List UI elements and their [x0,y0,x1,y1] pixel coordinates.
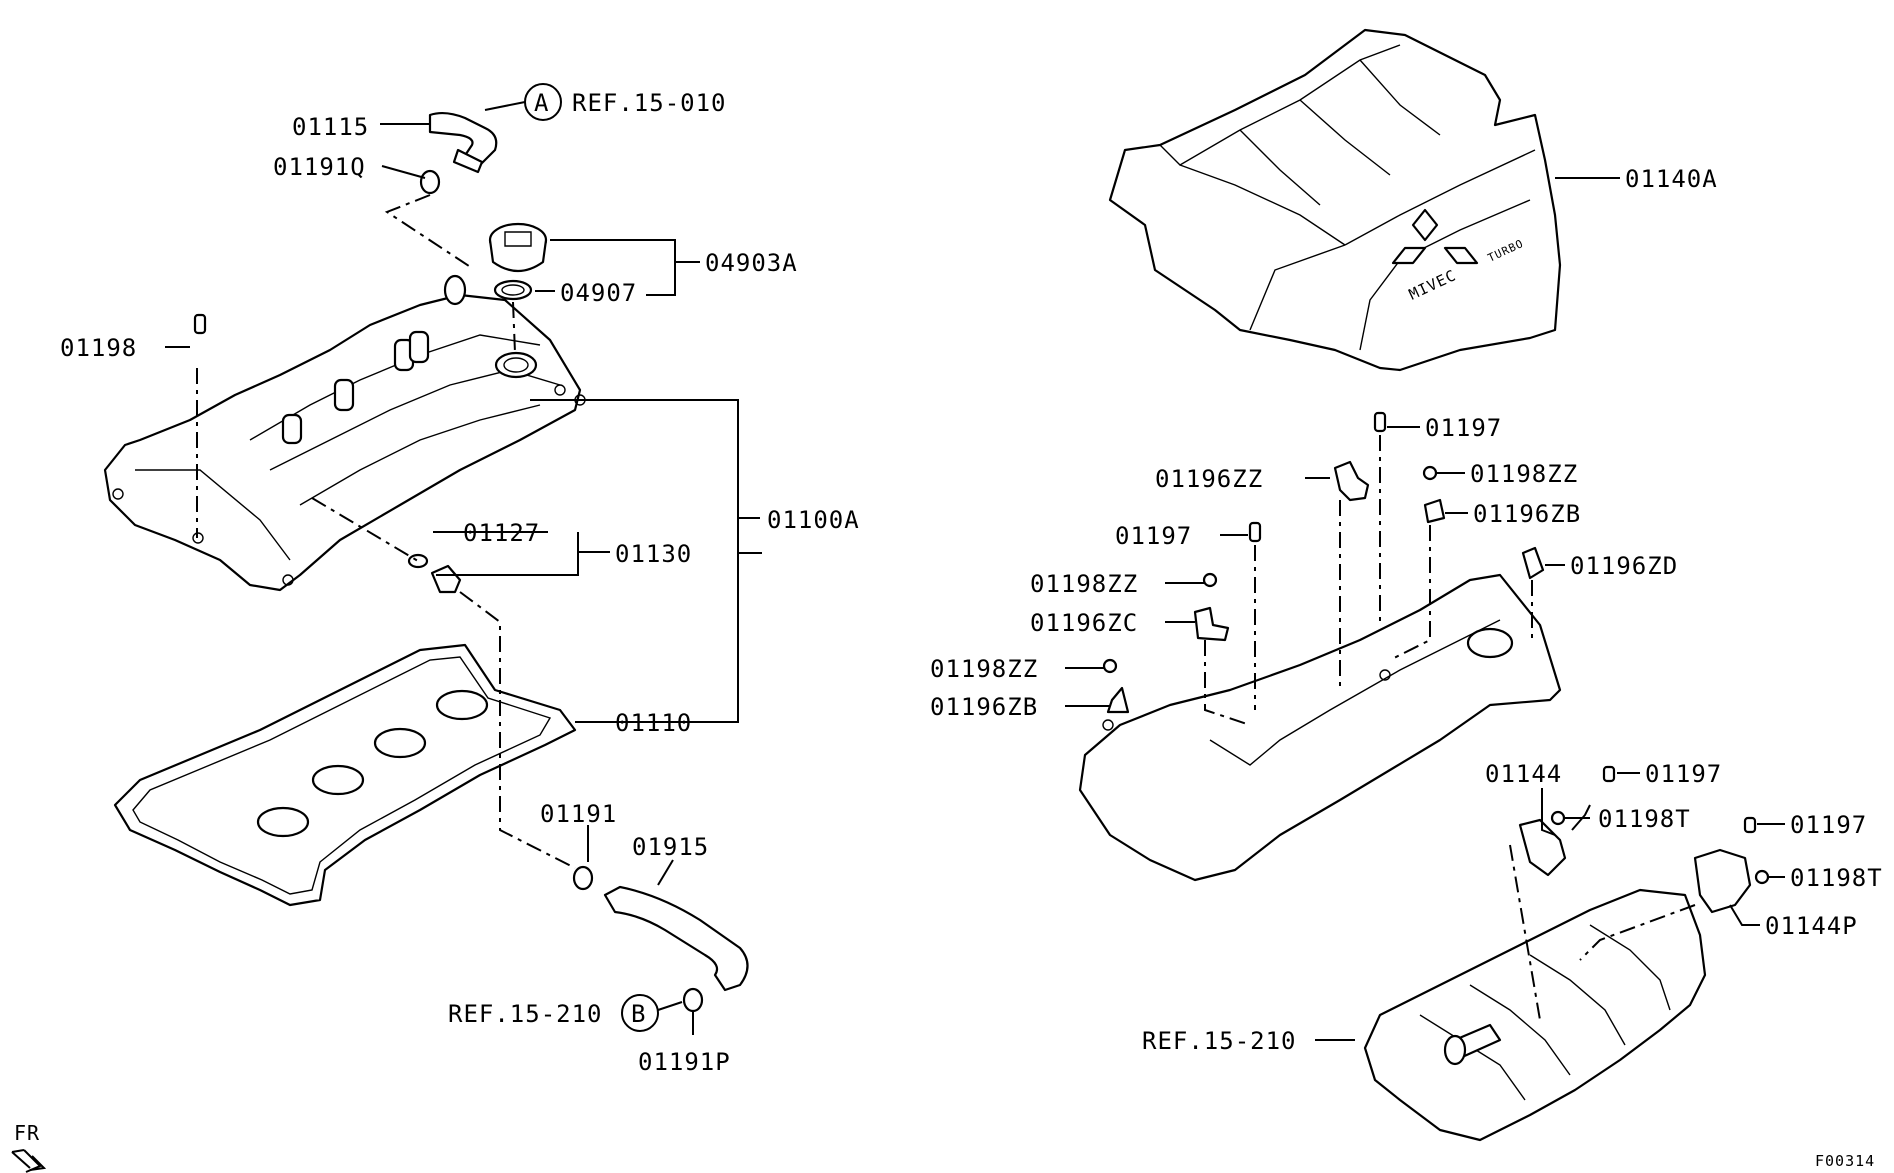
label-01140A[interactable]: 01140A [1625,165,1718,193]
bracket-01196ZD [1521,546,1545,580]
intake-manifold [1363,888,1707,1142]
label-01144[interactable]: 01144 [1485,760,1562,788]
ref-15-210-left[interactable]: REF.15-210 [448,1000,603,1028]
label-01110[interactable]: 01110 [615,709,692,737]
front-arrow-icon [11,1149,47,1173]
label-01198[interactable]: 01198 [60,334,137,362]
label-01197-a[interactable]: 01197 [1425,414,1502,442]
label-01197-c[interactable]: 01197 [1645,760,1722,788]
label-01191P[interactable]: 01191P [638,1048,731,1076]
label-01197-b[interactable]: 01197 [1115,522,1192,550]
hose-clip-01191Q [419,169,441,195]
oil-filler-gasket [493,279,533,301]
label-01915[interactable]: 01915 [632,833,709,861]
label-01100A[interactable]: 01100A [767,506,860,534]
front-indicator: FR [14,1121,40,1145]
valve-cover-gasket [113,643,577,907]
valve-cover-assembly [103,274,586,592]
ref-15-210-right[interactable]: REF.15-210 [1142,1027,1297,1055]
label-01196ZD[interactable]: 01196ZD [1570,552,1678,580]
left-leader-lines [165,101,762,1035]
brand-logo-icon [1391,208,1479,265]
label-01198T-b[interactable]: 01198T [1790,864,1883,892]
label-04903A[interactable]: 04903A [705,249,798,277]
label-01196ZB-b[interactable]: 01196ZB [930,693,1038,721]
cylinder-head-cover-outline [1078,573,1562,882]
upper-breather-hose [428,111,498,174]
oil-filler-cap [488,222,548,273]
bracket-01196ZC [1193,606,1230,642]
bracket-01196ZZ [1333,460,1370,502]
bracket-01144P [1693,848,1752,914]
pcv-valve [407,553,462,594]
hose-clip-01191P [682,987,704,1013]
label-01198ZZ-a[interactable]: 01198ZZ [1470,460,1578,488]
oil-filler-neck [494,351,538,379]
part-labels: 01115 01191Q A REF.15-010 04903A 04907 0… [11,83,1883,1173]
label-01196ZB-a[interactable]: 01196ZB [1473,500,1581,528]
hose-clip-01191 [572,865,594,891]
ref-15-010[interactable]: REF.15-010 [572,89,727,117]
callout-b-letter: B [631,1000,646,1028]
label-01144P[interactable]: 01144P [1765,912,1858,940]
label-01198ZZ-c[interactable]: 01198ZZ [930,655,1038,683]
right-leader-lines [1065,177,1785,1041]
label-01130[interactable]: 01130 [615,540,692,568]
label-01127[interactable]: 01127 [463,519,540,547]
callout-b-circle [621,994,659,1032]
lower-breather-hose [572,865,749,1013]
label-01196ZC[interactable]: 01196ZC [1030,609,1138,637]
small-bolts [193,313,1770,885]
label-04907[interactable]: 04907 [560,279,637,307]
label-01197-d[interactable]: 01197 [1790,811,1867,839]
label-01198T-a[interactable]: 01198T [1598,805,1691,833]
figure-code: F00314 [1815,1152,1875,1170]
callout-a-circle [524,83,562,121]
callout-a-letter: A [534,89,549,117]
label-01191[interactable]: 01191 [540,800,617,828]
label-01191Q[interactable]: 01191Q [273,153,366,181]
bracket-01196ZB-top [1423,498,1446,524]
label-01198ZZ-b[interactable]: 01198ZZ [1030,570,1138,598]
label-01196ZZ[interactable]: 01196ZZ [1155,465,1263,493]
engine-cover: MIVEC TURBO [1108,28,1562,372]
bracket-01196ZB-lower [1106,686,1130,714]
label-01115[interactable]: 01115 [292,113,369,141]
